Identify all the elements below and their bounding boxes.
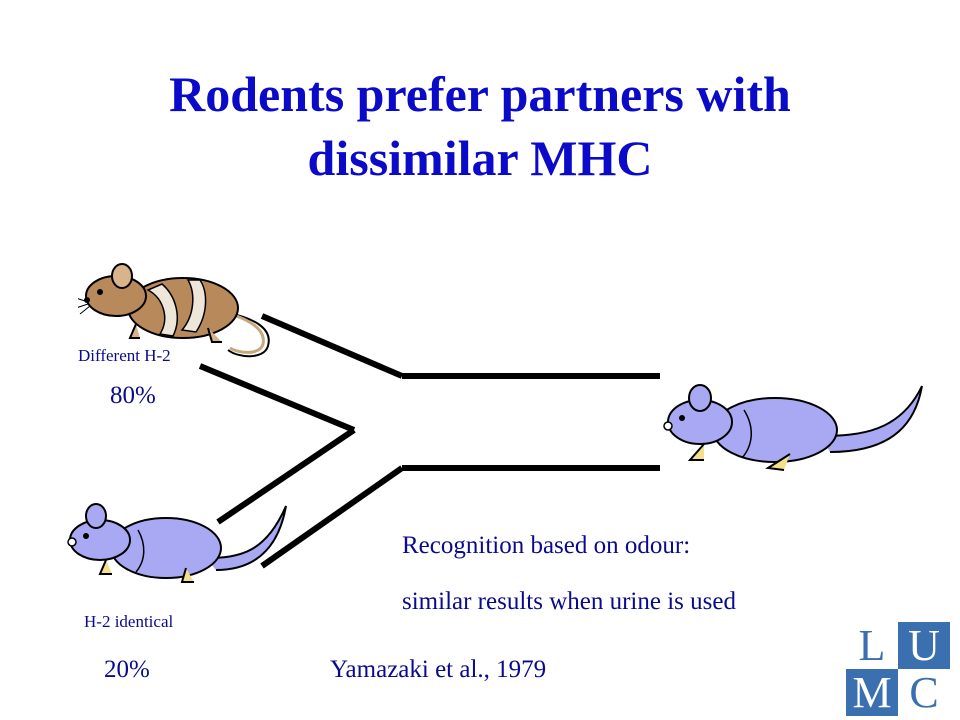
slide-title: Rodents prefer partners with dissimilar …	[60, 62, 900, 190]
h2-identical-label: H-2 identical	[84, 612, 174, 631]
logo-letter-u: U	[898, 622, 950, 669]
logo-letter-m: M	[846, 669, 898, 716]
lower-outer-line	[260, 465, 404, 569]
logo-letter-c: C	[898, 669, 950, 716]
purple-mouse-icon	[663, 384, 923, 471]
brown-mouse-icon	[78, 263, 270, 358]
title-line-1: Rodents prefer partners with	[169, 66, 791, 122]
different-h2-label: Different H-2	[78, 346, 171, 365]
upper-inner-line	[198, 363, 356, 433]
recognition-note-line-2: similar results when urine is used	[402, 588, 736, 615]
h2-identical-percentage: 20%	[104, 656, 150, 683]
upper-outer-line	[260, 313, 404, 379]
title-line-2: dissimilar MHC	[307, 130, 653, 186]
lumc-logo: L U M C	[846, 622, 950, 716]
purple-mouse-icon	[67, 503, 287, 583]
different-h2-percentage: 80%	[110, 382, 156, 409]
recognition-note-line-1: Recognition based on odour:	[402, 532, 691, 559]
citation: Yamazaki et al., 1979	[330, 656, 547, 683]
lower-inner-line	[216, 427, 356, 525]
logo-letter-l: L	[846, 622, 898, 669]
